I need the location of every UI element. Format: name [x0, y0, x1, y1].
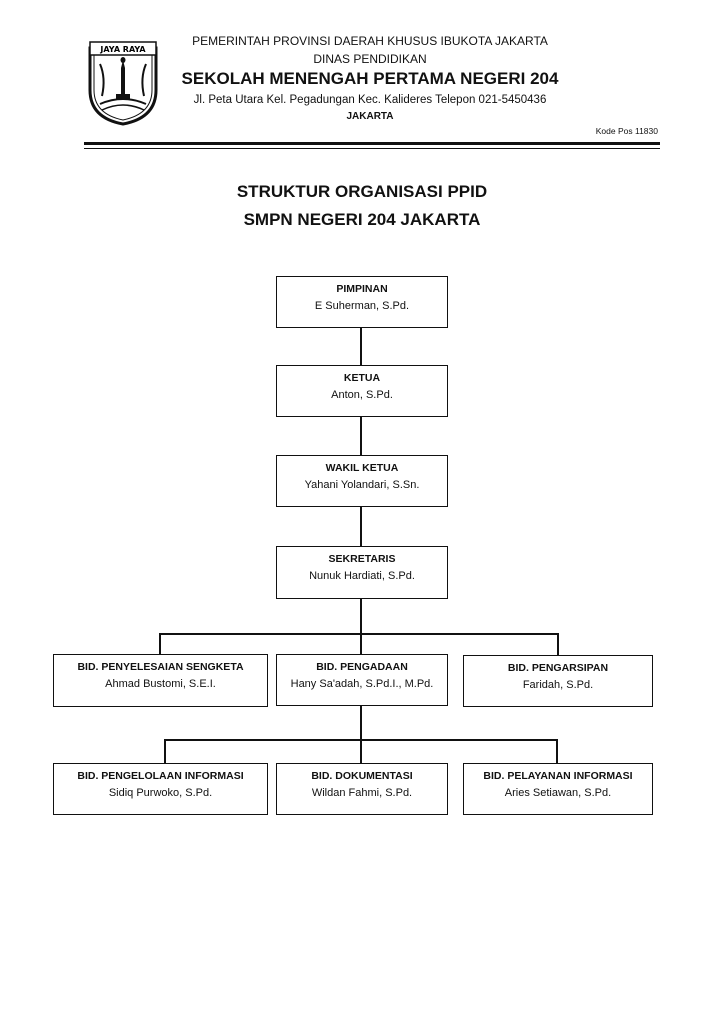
person-name: Yahani Yolandari, S.Sn.: [304, 479, 420, 491]
box-pengadaan: BID. PENGADAAN Hany Sa'adah, S.Pd.I., M.…: [276, 654, 448, 706]
government-line: PEMERINTAH PROVINSI DAERAH KHUSUS IBUKOT…: [192, 34, 548, 48]
document-title: STRUKTUR ORGANISASI PPID: [236, 182, 488, 201]
role-label: BID. PENYELESAIAN SENGKETA: [77, 661, 244, 673]
role-label: SEKRETARIS: [328, 553, 396, 565]
role-label: BID. PENGARSIPAN: [507, 662, 609, 674]
role-label: BID. PENGADAAN: [316, 661, 408, 673]
box-wakil-ketua: WAKIL KETUA Yahani Yolandari, S.Sn.: [276, 455, 448, 507]
person-name: Sidiq Purwoko, S.Pd.: [108, 787, 213, 799]
postal-code: Kode Pos 11830: [595, 126, 658, 136]
jakarta-emblem-logo: JAYA RAYA: [88, 41, 158, 126]
connector-row1-center: [360, 633, 362, 655]
svg-text:JAYA RAYA: JAYA RAYA: [99, 45, 146, 54]
person-name: Anton, S.Pd.: [331, 389, 393, 401]
box-ketua: KETUA Anton, S.Pd.: [276, 365, 448, 417]
box-penyelesaian-sengketa: BID. PENYELESAIAN SENGKETA Ahmad Bustomi…: [53, 654, 268, 707]
person-name: Hany Sa'adah, S.Pd.I., M.Pd.: [290, 678, 434, 690]
role-label: BID. PELAYANAN INFORMASI: [483, 770, 633, 782]
connector-row1-row2: [360, 705, 362, 765]
box-sekretaris: SEKRETARIS Nunuk Hardiati, S.Pd.: [276, 546, 448, 599]
role-label: BID. PENGELOLAAN INFORMASI: [77, 770, 244, 782]
box-pelayanan-informasi: BID. PELAYANAN INFORMASI Aries Setiawan,…: [463, 763, 653, 815]
letterhead-rule-thick: [84, 142, 660, 145]
school-city: JAKARTA: [346, 111, 394, 122]
connector-wakil-sekretaris: [360, 506, 362, 547]
connector-row2-right: [556, 739, 558, 764]
connector-row2-left: [164, 739, 166, 764]
role-label: KETUA: [343, 372, 381, 384]
person-name: Faridah, S.Pd.: [522, 679, 594, 691]
box-dokumentasi: BID. DOKUMENTASI Wildan Fahmi, S.Pd.: [276, 763, 448, 815]
role-label: PIMPINAN: [336, 283, 388, 295]
person-name: Wildan Fahmi, S.Pd.: [311, 787, 413, 799]
school-address: Jl. Peta Utara Kel. Pegadungan Kec. Kali…: [193, 94, 547, 106]
department-line: DINAS PENDIDIKAN: [313, 52, 427, 66]
role-label: WAKIL KETUA: [325, 462, 399, 474]
connector-sekretaris-branch: [360, 598, 362, 634]
branch-line-row1: [159, 633, 559, 635]
school-name: SEKOLAH MENENGAH PERTAMA NEGERI 204: [181, 69, 559, 88]
person-name: E Suherman, S.Pd.: [314, 300, 410, 312]
connector-row1-left: [159, 633, 161, 655]
letterhead-rule-thin: [84, 148, 660, 149]
person-name: Nunuk Hardiati, S.Pd.: [309, 570, 415, 582]
person-name: Aries Setiawan, S.Pd.: [504, 787, 612, 799]
role-label: BID. DOKUMENTASI: [311, 770, 413, 782]
person-name: Ahmad Bustomi, S.E.I.: [105, 678, 216, 690]
connector-ketua-wakil: [360, 416, 362, 456]
document-subtitle: SMPN NEGERI 204 JAKARTA: [243, 210, 481, 229]
box-pengarsipan: BID. PENGARSIPAN Faridah, S.Pd.: [463, 655, 653, 707]
connector-row1-right: [557, 633, 559, 656]
branch-line-row2: [164, 739, 558, 741]
box-pimpinan: PIMPINAN E Suherman, S.Pd.: [276, 276, 448, 328]
box-pengelolaan-informasi: BID. PENGELOLAAN INFORMASI Sidiq Purwoko…: [53, 763, 268, 815]
connector-pimpinan-ketua: [360, 327, 362, 366]
